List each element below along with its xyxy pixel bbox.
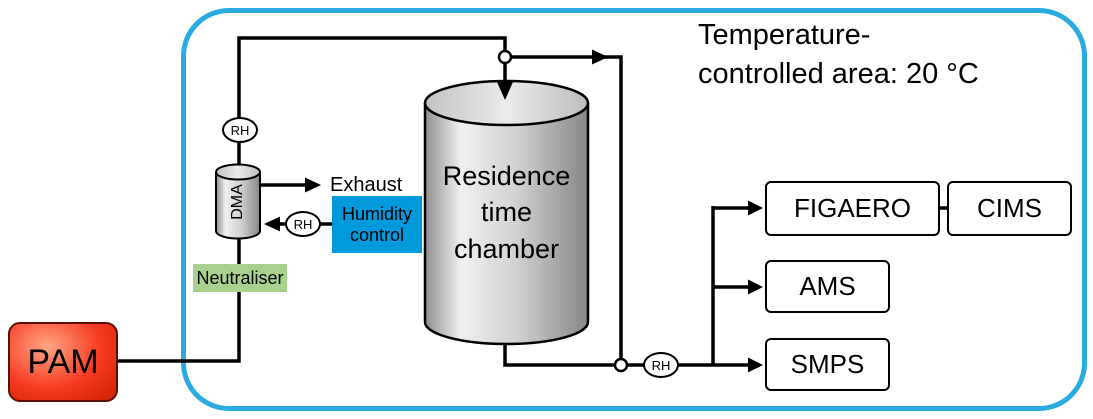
inlet-junction-port xyxy=(497,49,513,65)
arrow-bypass-right xyxy=(592,49,608,65)
rh-sensor-humidity: RH xyxy=(285,211,321,237)
arrow-to-ams xyxy=(748,279,763,295)
humidity-control-label: Humidity control xyxy=(341,203,412,245)
cims-box: CIMS xyxy=(947,181,1072,236)
figaero-box: FIGAERO xyxy=(765,181,940,236)
arrow-to-figaero xyxy=(748,200,763,216)
outlet-junction-port xyxy=(613,357,629,373)
ams-label: AMS xyxy=(799,271,856,301)
line-bypass xyxy=(511,55,623,360)
ams-box: AMS xyxy=(765,260,890,313)
line-dma-to-chamber-inlet xyxy=(237,36,507,172)
cims-label: CIMS xyxy=(977,193,1042,223)
dma-label: DMA xyxy=(229,184,246,220)
temperature-area-label: Temperature- controlled area: 20 °C xyxy=(698,19,979,90)
arrow-into-dma xyxy=(264,216,280,232)
arrow-exhaust xyxy=(305,177,321,193)
line-chamber-outlet xyxy=(503,343,615,367)
rh-label: RH xyxy=(651,357,671,373)
smps-label: SMPS xyxy=(790,349,865,379)
residence-chamber-label: Residence time chamber xyxy=(442,161,571,264)
rh-sensor-dma: RH xyxy=(222,117,258,143)
dma-cylinder xyxy=(215,172,261,240)
rh-label: RH xyxy=(293,216,313,232)
rh-sensor-outlet: RH xyxy=(643,352,679,378)
temperature-controlled-area-outline xyxy=(181,8,1087,411)
dma-cylinder-top xyxy=(215,163,261,181)
line-pam-to-dma xyxy=(118,236,241,363)
figaero-label: FIGAERO xyxy=(793,193,911,223)
pam-label: PAM xyxy=(27,342,99,381)
smps-box: SMPS xyxy=(765,338,890,391)
neutraliser-box: Neutraliser xyxy=(193,264,287,292)
junction-ports xyxy=(497,49,629,373)
arrow-down-into-chamber xyxy=(497,82,513,100)
arrow-to-smps xyxy=(748,357,763,373)
residence-chamber-cylinder xyxy=(423,103,590,346)
cylinders xyxy=(215,79,590,346)
pam-box: PAM xyxy=(8,322,118,402)
exhaust-label: Exhaust xyxy=(330,174,403,196)
arrowheads xyxy=(264,49,763,373)
rh-label: RH xyxy=(230,122,250,138)
neutraliser-label: Neutraliser xyxy=(196,267,284,288)
humidity-control-box: Humidity control xyxy=(332,196,422,253)
chamber-inlet-arrow xyxy=(497,63,513,100)
